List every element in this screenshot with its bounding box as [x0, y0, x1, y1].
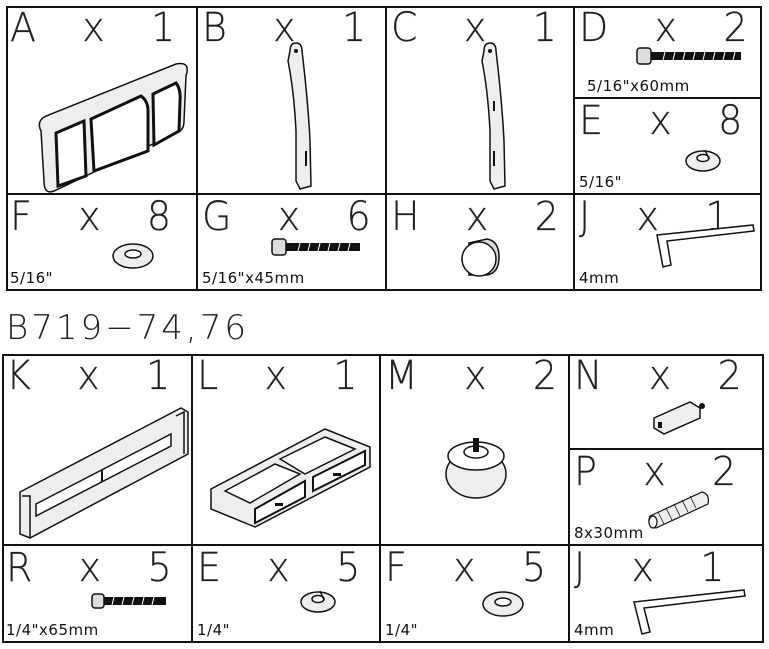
side-rail-left-icon	[287, 42, 312, 190]
knob-icon	[445, 438, 507, 499]
allen-key-icon	[633, 589, 746, 635]
connector-block-icon	[653, 401, 705, 435]
part-c-cell: C x 1	[387, 6, 575, 195]
footboard-icon	[19, 407, 189, 539]
lock-washer-icon	[300, 590, 336, 613]
part-qty: 1	[700, 546, 742, 591]
part-d-cell: D x 2 5/16"x60mm	[575, 6, 762, 99]
part-letter: R	[6, 546, 50, 591]
part-qty: 6	[346, 195, 387, 240]
part-letter: F	[10, 195, 49, 240]
part-qty: 1	[145, 354, 188, 399]
part-size: 1/4"	[197, 621, 231, 639]
part-letter: A	[10, 6, 54, 51]
headboard-panel-icon	[38, 62, 188, 193]
part-letter: C	[391, 6, 435, 51]
drawer-icon	[210, 428, 371, 528]
side-rail-right-icon	[481, 42, 506, 190]
part-letter: B	[202, 6, 244, 51]
part-qty: 2	[534, 195, 575, 240]
part-size: 1/4"x65mm	[6, 621, 99, 639]
part-e-cell: E x 8 5/16"	[575, 99, 762, 195]
part-letter: M	[385, 354, 435, 399]
long-bolt-icon	[636, 47, 741, 65]
bolt-icon	[91, 593, 166, 609]
part-g-cell: G x 6 5/16"x45mm	[198, 195, 387, 291]
part-qty: 5	[147, 546, 189, 591]
part-size: 5/16"	[579, 173, 623, 191]
lock-washer-icon	[685, 149, 721, 172]
part-size: 4mm	[574, 621, 615, 639]
part-size: 4mm	[579, 269, 620, 287]
part-letter: J	[579, 195, 608, 240]
part-e-cell: E x 5 1/4"	[193, 546, 381, 643]
part-a-cell: A x 1	[6, 6, 198, 195]
part-letter: L	[197, 354, 236, 399]
flat-washer-icon	[112, 243, 154, 269]
part-size: 5/16"x45mm	[202, 269, 305, 287]
allen-key-icon	[656, 224, 755, 268]
part-qty: 5	[336, 546, 378, 591]
part-f-cell: F x 5 1/4"	[381, 546, 570, 643]
part-qty: 8	[146, 195, 189, 240]
part-l-cell: L x 1	[193, 354, 381, 546]
part-n-cell: N x 2	[570, 354, 764, 450]
part-qty: 8	[718, 99, 760, 144]
part-qty: 1	[532, 6, 574, 51]
dowel-icon	[648, 491, 709, 529]
part-letter: E	[197, 546, 239, 591]
part-h-cell: H x 2	[387, 195, 575, 291]
part-j-cell: J x 1 4mm	[570, 546, 764, 643]
part-letter: G	[202, 195, 249, 240]
bolt-icon	[271, 238, 360, 256]
part-qty: 2	[723, 6, 762, 51]
part-b-cell: B x 1	[198, 6, 387, 195]
flat-washer-icon	[482, 591, 524, 617]
part-qty: 2	[532, 354, 570, 399]
part-j-cell: J x 1 4mm	[575, 195, 762, 291]
part-letter: D	[579, 6, 626, 51]
part-qty: 5	[521, 546, 564, 591]
part-r-cell: R x 5 1/4"x65mm	[2, 546, 193, 643]
part-letter: F	[385, 546, 424, 591]
part-qty: 1	[151, 6, 193, 51]
part-qty: 2	[717, 354, 759, 399]
part-letter: P	[574, 450, 615, 495]
part-p-cell: P x 2 8x30mm	[570, 450, 764, 546]
part-size: 8x30mm	[574, 524, 644, 542]
part-letter: H	[391, 195, 437, 240]
part-letter: J	[574, 546, 603, 591]
part-letter: N	[574, 354, 620, 399]
cap-icon	[461, 238, 500, 277]
part-qty: 2	[711, 450, 754, 495]
part-size: 1/4"	[385, 621, 419, 639]
part-m-cell: M x 2	[381, 354, 570, 546]
model-number: B719−74,76	[6, 308, 249, 348]
part-letter: K	[6, 354, 49, 399]
part-size: 5/16"	[10, 269, 54, 287]
part-qty: 1	[341, 6, 384, 51]
part-f-cell: F x 8 5/16"	[6, 195, 198, 291]
part-qty: 1	[333, 354, 375, 399]
part-letter: E	[579, 99, 621, 144]
part-size: 5/16"x60mm	[587, 77, 690, 95]
part-k-cell: K x 1	[2, 354, 193, 546]
